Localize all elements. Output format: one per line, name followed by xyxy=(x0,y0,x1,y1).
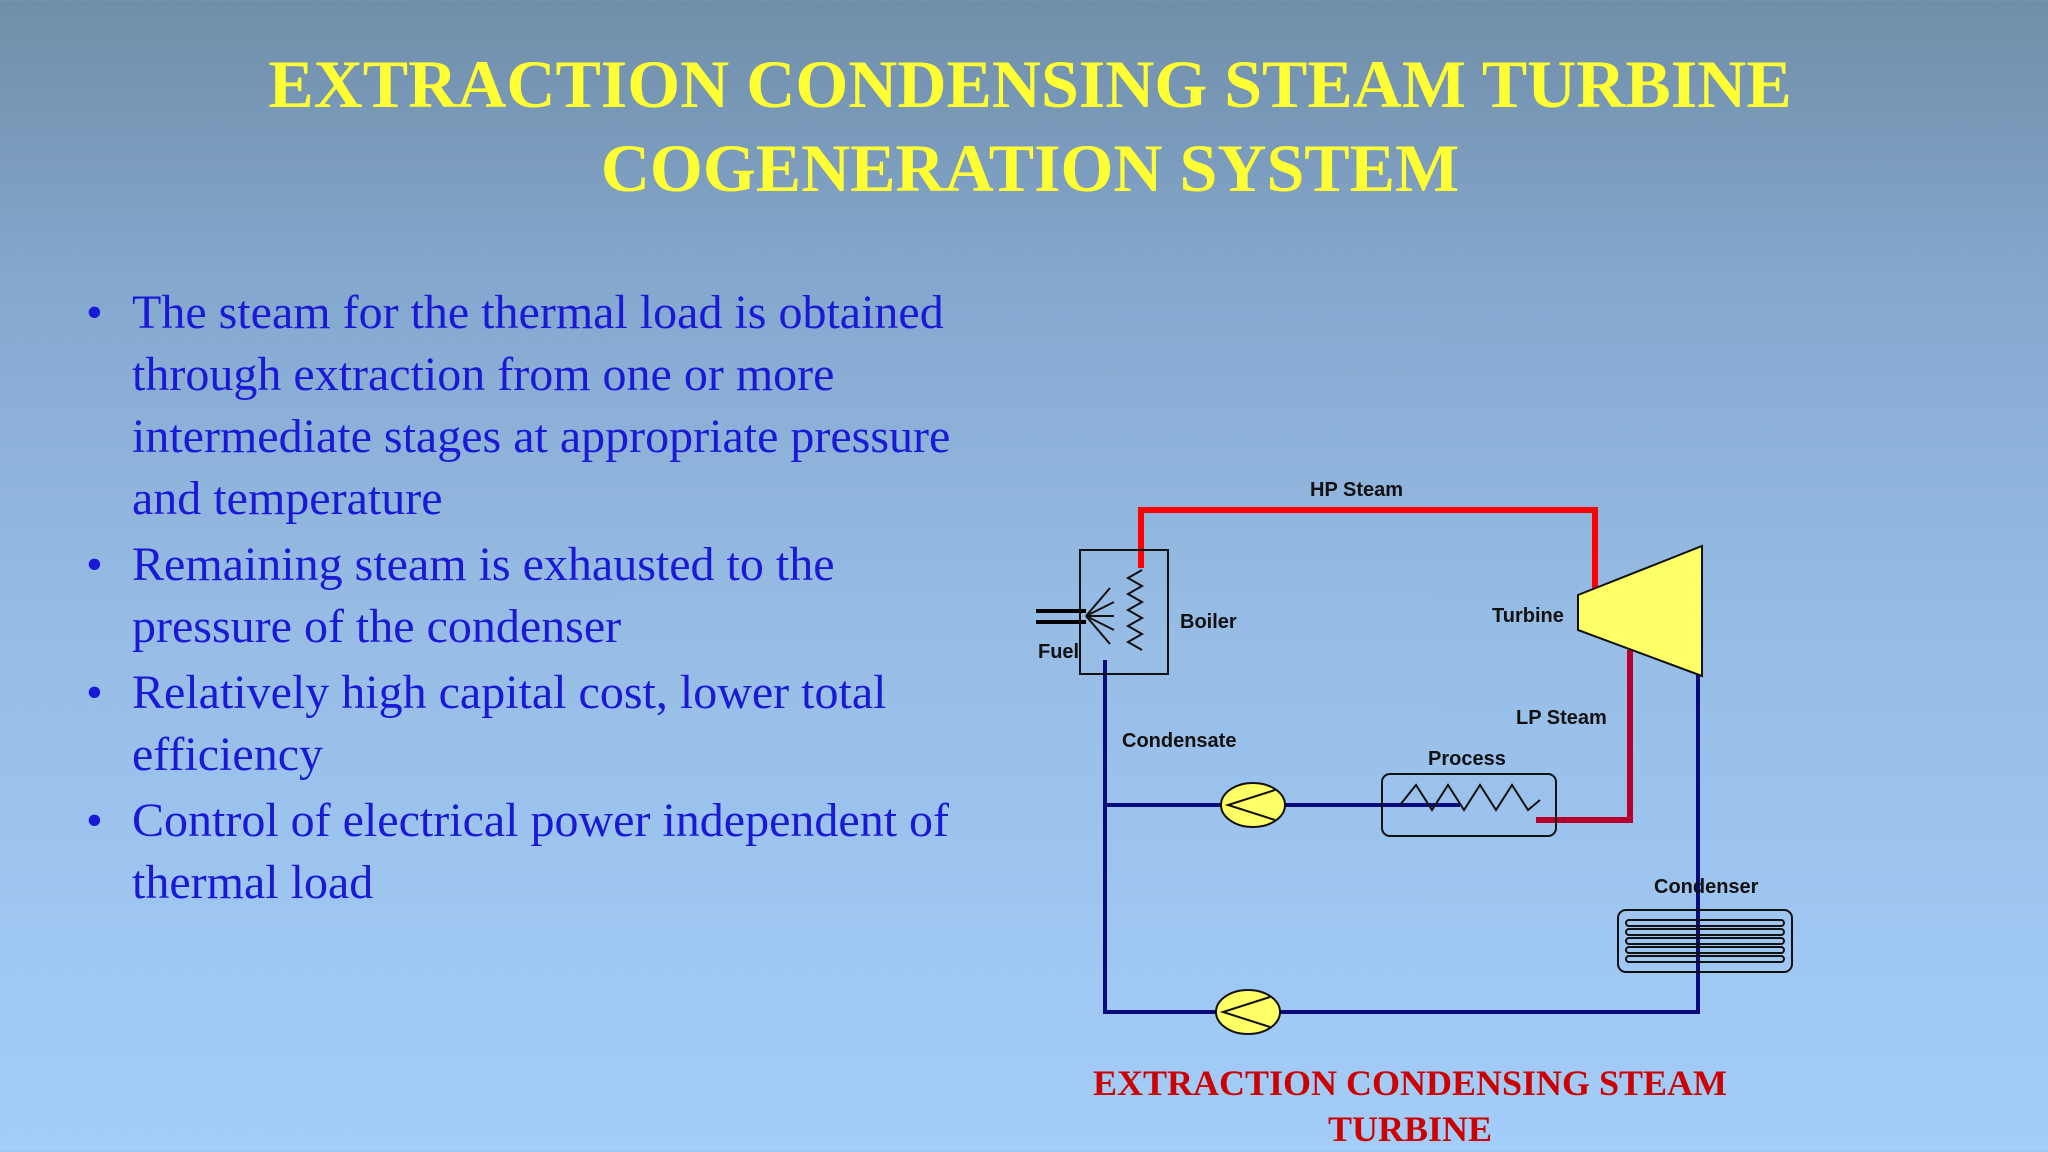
lp-steam-line xyxy=(1536,650,1633,823)
label-boiler: Boiler xyxy=(1180,611,1237,633)
flame-icon xyxy=(1085,587,1115,645)
label-fuel: Fuel xyxy=(1038,641,1079,663)
fuel-inlet xyxy=(1036,609,1086,624)
bullet-item: Relatively high capital cost, lower tota… xyxy=(80,662,980,786)
condensate-pump xyxy=(1220,782,1286,828)
feedwater-pump xyxy=(1215,989,1281,1035)
label-hp-steam: HP Steam xyxy=(1310,479,1403,501)
slide-title: EXTRACTION CONDENSING STEAM TURBINE COGE… xyxy=(0,42,2048,210)
process-heater xyxy=(1381,773,1557,837)
label-turbine: Turbine xyxy=(1492,605,1564,627)
bullet-item: The steam for the thermal load is obtain… xyxy=(80,282,980,530)
label-condensate: Condensate xyxy=(1122,730,1236,752)
bullet-item: Remaining steam is exhausted to the pres… xyxy=(80,534,980,658)
diagram-caption: EXTRACTION CONDENSING STEAM TURBINE xyxy=(1060,1060,1760,1152)
process-coil xyxy=(1399,783,1541,812)
label-lp-steam: LP Steam xyxy=(1516,707,1607,729)
label-process: Process xyxy=(1428,748,1506,770)
bullet-item: Control of electrical power independent … xyxy=(80,790,980,914)
label-condenser: Condenser xyxy=(1654,876,1759,898)
condenser xyxy=(1617,909,1793,973)
cogeneration-diagram: HP Steam Boiler Fuel Turbine LP Steam Co… xyxy=(1036,479,1793,1035)
boiler xyxy=(1079,549,1169,675)
slide-title-line-1: EXTRACTION CONDENSING STEAM TURBINE xyxy=(268,46,1792,122)
turbine xyxy=(1577,544,1703,678)
boiler-coil xyxy=(1125,569,1145,651)
diagram-caption-line-2: TURBINE xyxy=(1327,1109,1493,1149)
feedwater-return-line xyxy=(1103,660,1700,1014)
hp-steam-line xyxy=(1138,507,1598,588)
slide-title-line-2: COGENERATION SYSTEM xyxy=(600,130,1460,206)
diagram-caption-line-1: EXTRACTION CONDENSING STEAM xyxy=(1092,1063,1728,1103)
bullet-list: The steam for the thermal load is obtain… xyxy=(80,282,980,918)
